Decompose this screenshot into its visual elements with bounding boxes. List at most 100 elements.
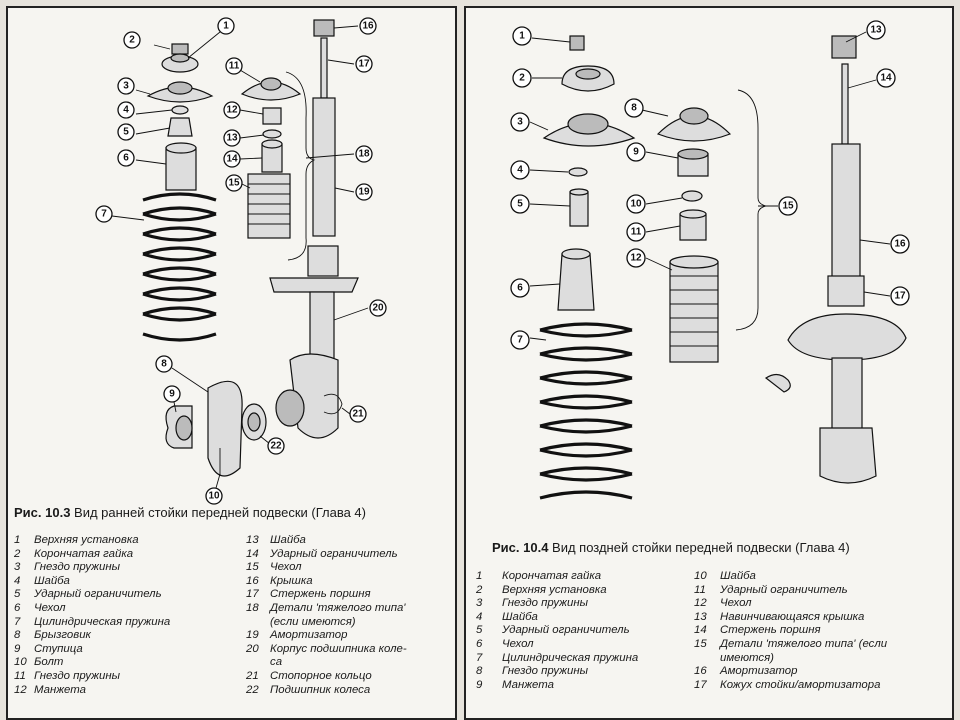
boot-bellows-left (247, 173, 291, 239)
callout-11: 11 (225, 57, 243, 75)
svg-text:5: 5 (517, 199, 523, 210)
legend-number: 13 (246, 534, 259, 546)
legend-row: 11 Гнездо пружины (14, 670, 246, 684)
svg-text:16: 16 (894, 239, 906, 250)
svg-text:6: 6 (517, 283, 523, 294)
callout-r2: 2 (512, 68, 532, 88)
legend-number: 10 (694, 570, 707, 582)
legend-row: имеются) (694, 652, 950, 666)
svg-text:14: 14 (226, 154, 238, 165)
legend-number: 14 (246, 547, 259, 560)
legend-number: 12 (694, 597, 707, 610)
svg-text:12: 12 (630, 253, 642, 264)
legend-number: 6 (476, 637, 483, 650)
legend-text: Кожух стойки/амортизатора (720, 678, 881, 691)
callout-2: 2 (123, 31, 141, 49)
svg-text:12: 12 (226, 105, 238, 116)
legend-text: Ударный ограничитель (502, 624, 630, 637)
callout-r16: 16 (890, 234, 910, 254)
callout-12: 12 (223, 101, 241, 119)
legend-text: Шайба (502, 610, 538, 623)
callout-16: 16 (359, 17, 377, 35)
legend-text: Шайба (34, 574, 70, 587)
callout-9: 9 (163, 385, 181, 403)
legend-number: 9 (14, 642, 21, 655)
callout-3: 3 (117, 77, 135, 95)
legend-number: 21 (246, 669, 259, 682)
legend-text: Гнездо пружины (502, 665, 589, 678)
callout-5: 5 (117, 123, 135, 141)
svg-text:3: 3 (123, 81, 129, 92)
legend-number: 9 (476, 678, 483, 691)
svg-text:11: 11 (631, 227, 642, 238)
legend-text: Ударный ограничитель (720, 583, 848, 596)
legend-number: 16 (246, 574, 259, 587)
callout-18: 18 (355, 145, 373, 163)
callout-4: 4 (117, 101, 135, 119)
svg-text:9: 9 (169, 389, 175, 400)
legend-number: 17 (694, 678, 707, 691)
legend-text: Гнездо пружины (34, 669, 121, 682)
callout-1: 1 (217, 17, 235, 35)
strut-lower-left (269, 245, 359, 439)
svg-text:4: 4 (123, 105, 129, 116)
svg-text:22: 22 (270, 441, 282, 452)
svg-text:11: 11 (229, 61, 240, 72)
early-strut-diagram: 1 2 3 4 5 6 7 8 9 10 11 12 13 14 15 16 1… (95, 17, 387, 505)
figure-10-3-panel: 1 2 3 4 5 6 7 8 9 10 11 12 13 14 15 16 1… (6, 6, 457, 720)
callout-r4: 4 (510, 160, 530, 180)
legend-number: 7 (14, 615, 21, 628)
legend-text: имеются) (720, 651, 774, 664)
legend-number: 14 (694, 624, 707, 637)
callout-6: 6 (117, 149, 135, 167)
callout-r7: 7 (510, 330, 530, 350)
legend-number: 11 (14, 669, 26, 682)
callout-r8: 8 (624, 98, 644, 118)
legend-row: 17 Кожух стойки/амортизатора (694, 679, 950, 693)
legend-text: Цилиндрическая пружина (502, 651, 639, 664)
legend-number: 5 (14, 588, 21, 601)
coil-spring-left (142, 192, 217, 342)
svg-text:10: 10 (630, 199, 642, 210)
legend-text: Амортизатор (270, 629, 348, 642)
legend-number: 5 (476, 624, 483, 637)
legend-text: Гнездо пружины (502, 597, 589, 610)
legend-number: 2 (14, 547, 21, 560)
legend-row: (если имеются) (246, 616, 456, 630)
callout-r13: 13 (866, 20, 886, 40)
legend-number: 22 (246, 683, 259, 696)
callout-r12: 12 (626, 248, 646, 268)
legend-text: Верхняя установка (34, 534, 139, 546)
legend-text: Корончатая гайка (502, 570, 602, 582)
legend-number: 3 (14, 561, 21, 574)
callout-r3: 3 (510, 112, 530, 132)
legend-text: Корпус подшипника коле- (270, 642, 407, 655)
callout-15: 15 (225, 174, 243, 192)
legend-number: 15 (694, 637, 707, 650)
callout-19: 19 (355, 183, 373, 201)
legend-number: 8 (476, 665, 483, 678)
legend-number: 2 (476, 583, 483, 596)
legend-text: Манжета (502, 678, 554, 691)
legend-text: Чехол (720, 597, 752, 610)
svg-text:18: 18 (358, 149, 370, 160)
svg-text:8: 8 (161, 359, 167, 370)
callout-r17: 17 (890, 286, 910, 306)
legend-text: Чехол (270, 561, 302, 574)
